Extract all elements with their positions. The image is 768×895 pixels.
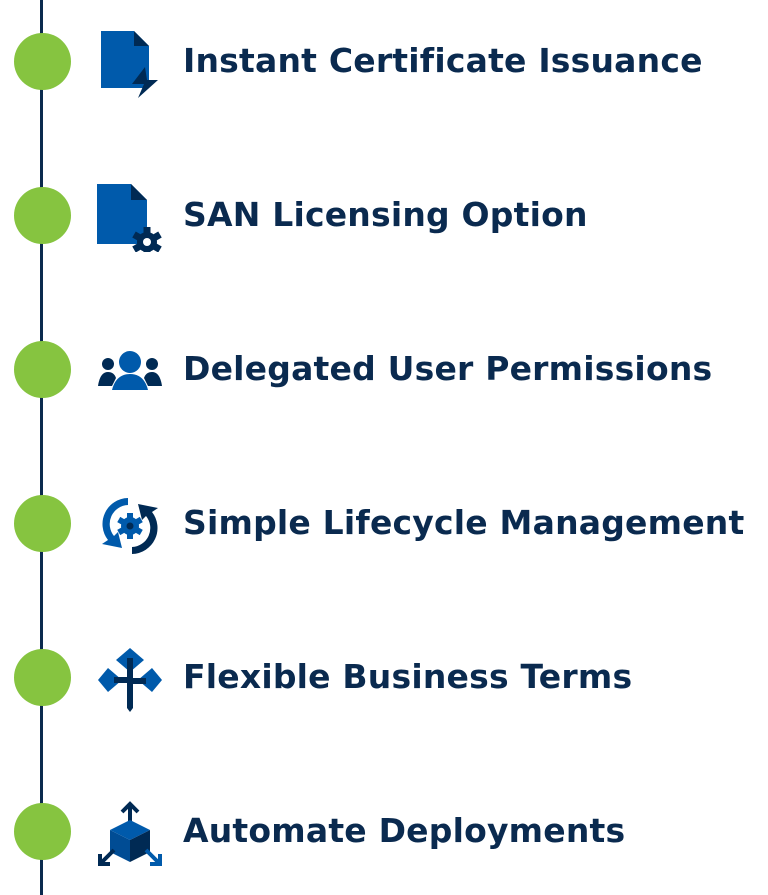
document-lightning-icon <box>101 31 158 98</box>
feature-label: Flexible Business Terms <box>183 657 633 696</box>
gear-cycle-icon <box>102 498 158 554</box>
feature-item-automate-deployments: Automate Deployments <box>0 792 768 872</box>
feature-label: Delegated User Permissions <box>183 349 713 388</box>
feature-label: SAN Licensing Option <box>183 195 588 234</box>
timeline-dot <box>14 649 71 706</box>
feature-label: Automate Deployments <box>183 811 626 850</box>
timeline-dot <box>14 495 71 552</box>
feature-label: Simple Lifecycle Management <box>183 503 745 542</box>
timeline-line <box>40 0 43 895</box>
timeline-dot <box>14 341 71 398</box>
feature-item-instant-issuance: Instant Certificate Issuance <box>0 22 768 102</box>
feature-item-delegated-permissions: Delegated User Permissions <box>0 330 768 410</box>
feature-item-san-licensing: SAN Licensing Option <box>0 176 768 256</box>
directional-arrows-icon <box>98 648 162 712</box>
feature-item-lifecycle-management: Simple Lifecycle Management <box>0 484 768 564</box>
cube-arrows-icon <box>98 801 162 866</box>
user-group-icon <box>98 351 162 390</box>
timeline-dot <box>14 187 71 244</box>
feature-item-business-terms: Flexible Business Terms <box>0 638 768 718</box>
timeline-dot <box>14 33 71 90</box>
timeline-dot <box>14 803 71 860</box>
feature-label: Instant Certificate Issuance <box>183 41 703 80</box>
document-gear-icon <box>97 184 162 252</box>
